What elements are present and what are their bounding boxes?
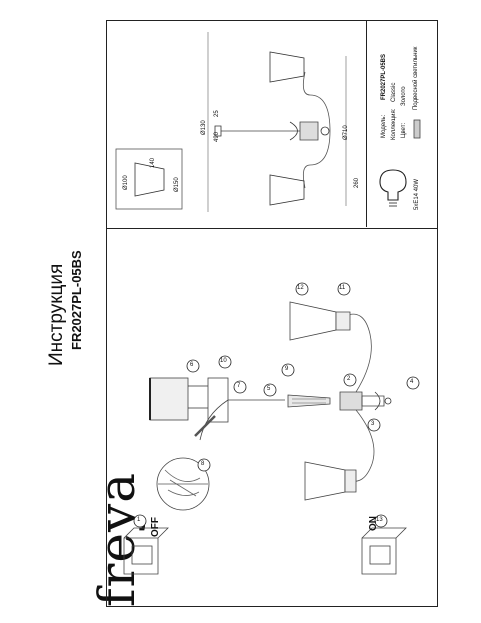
mount-icon bbox=[413, 119, 421, 139]
dim-body-diameter: Ø710 bbox=[343, 125, 349, 140]
spec-panel bbox=[106, 20, 438, 229]
spec-model-value: FR2027PL-05BS bbox=[381, 53, 387, 100]
step-11-label: 11 bbox=[339, 285, 346, 291]
bulb-icon bbox=[379, 169, 407, 201]
dim-shade-mid: Ø100 bbox=[123, 175, 129, 190]
step-4-label: 4 bbox=[410, 379, 414, 385]
shade-top-b bbox=[269, 174, 305, 206]
dim-width-total: 490 bbox=[214, 131, 220, 142]
shade-detail-box bbox=[115, 148, 183, 210]
dim-canopy-height: 25 bbox=[214, 110, 220, 117]
spec-color-label: Цвет: bbox=[401, 122, 407, 138]
spec-collection-value: Classic bbox=[391, 82, 397, 102]
body-center bbox=[299, 121, 319, 141]
spec-color-value: Золото bbox=[401, 86, 407, 106]
shade-detail-shape bbox=[134, 162, 165, 197]
step-10-label: 10 bbox=[220, 358, 227, 364]
off-label: OFF bbox=[150, 517, 161, 537]
spec-type-value: Подвесной светильник bbox=[413, 46, 419, 110]
switch-box-on bbox=[361, 527, 407, 575]
body-ring bbox=[320, 126, 330, 136]
step-2-label: 2 bbox=[347, 376, 351, 382]
step-7-label: 7 bbox=[237, 383, 241, 389]
step-6-label: 6 bbox=[190, 362, 194, 368]
step-12-label: 12 bbox=[297, 285, 304, 291]
step-13-label: 13 bbox=[376, 517, 383, 523]
ceiling-block bbox=[149, 377, 189, 421]
dim-shade-top: 140 bbox=[150, 157, 156, 168]
step-1-label: 1 bbox=[137, 517, 141, 523]
bulb-spec: 5xE14 40W bbox=[414, 178, 420, 210]
canopy-top bbox=[214, 125, 222, 137]
step-5-label: 5 bbox=[267, 386, 271, 392]
step-9-label: 9 bbox=[285, 366, 289, 372]
step-3-label: 3 bbox=[371, 421, 375, 427]
hub bbox=[339, 391, 363, 411]
step-8-label: 8 bbox=[201, 461, 205, 467]
wiring-zoom bbox=[156, 457, 210, 511]
spec-collection-label: Коллекция: bbox=[391, 108, 397, 140]
shade-top-a bbox=[269, 51, 305, 83]
switch-box-off bbox=[123, 527, 169, 575]
shade-top bbox=[289, 301, 337, 341]
dim-canopy-width: Ø130 bbox=[201, 120, 207, 135]
shade-bottom bbox=[304, 461, 346, 501]
dim-shade-span: 260 bbox=[354, 177, 360, 188]
spec-card bbox=[366, 20, 437, 227]
column bbox=[287, 394, 331, 408]
dim-shade-bottom: Ø150 bbox=[174, 177, 180, 192]
spec-model-label: Модель: bbox=[381, 114, 387, 138]
on-label: ON bbox=[368, 516, 379, 531]
